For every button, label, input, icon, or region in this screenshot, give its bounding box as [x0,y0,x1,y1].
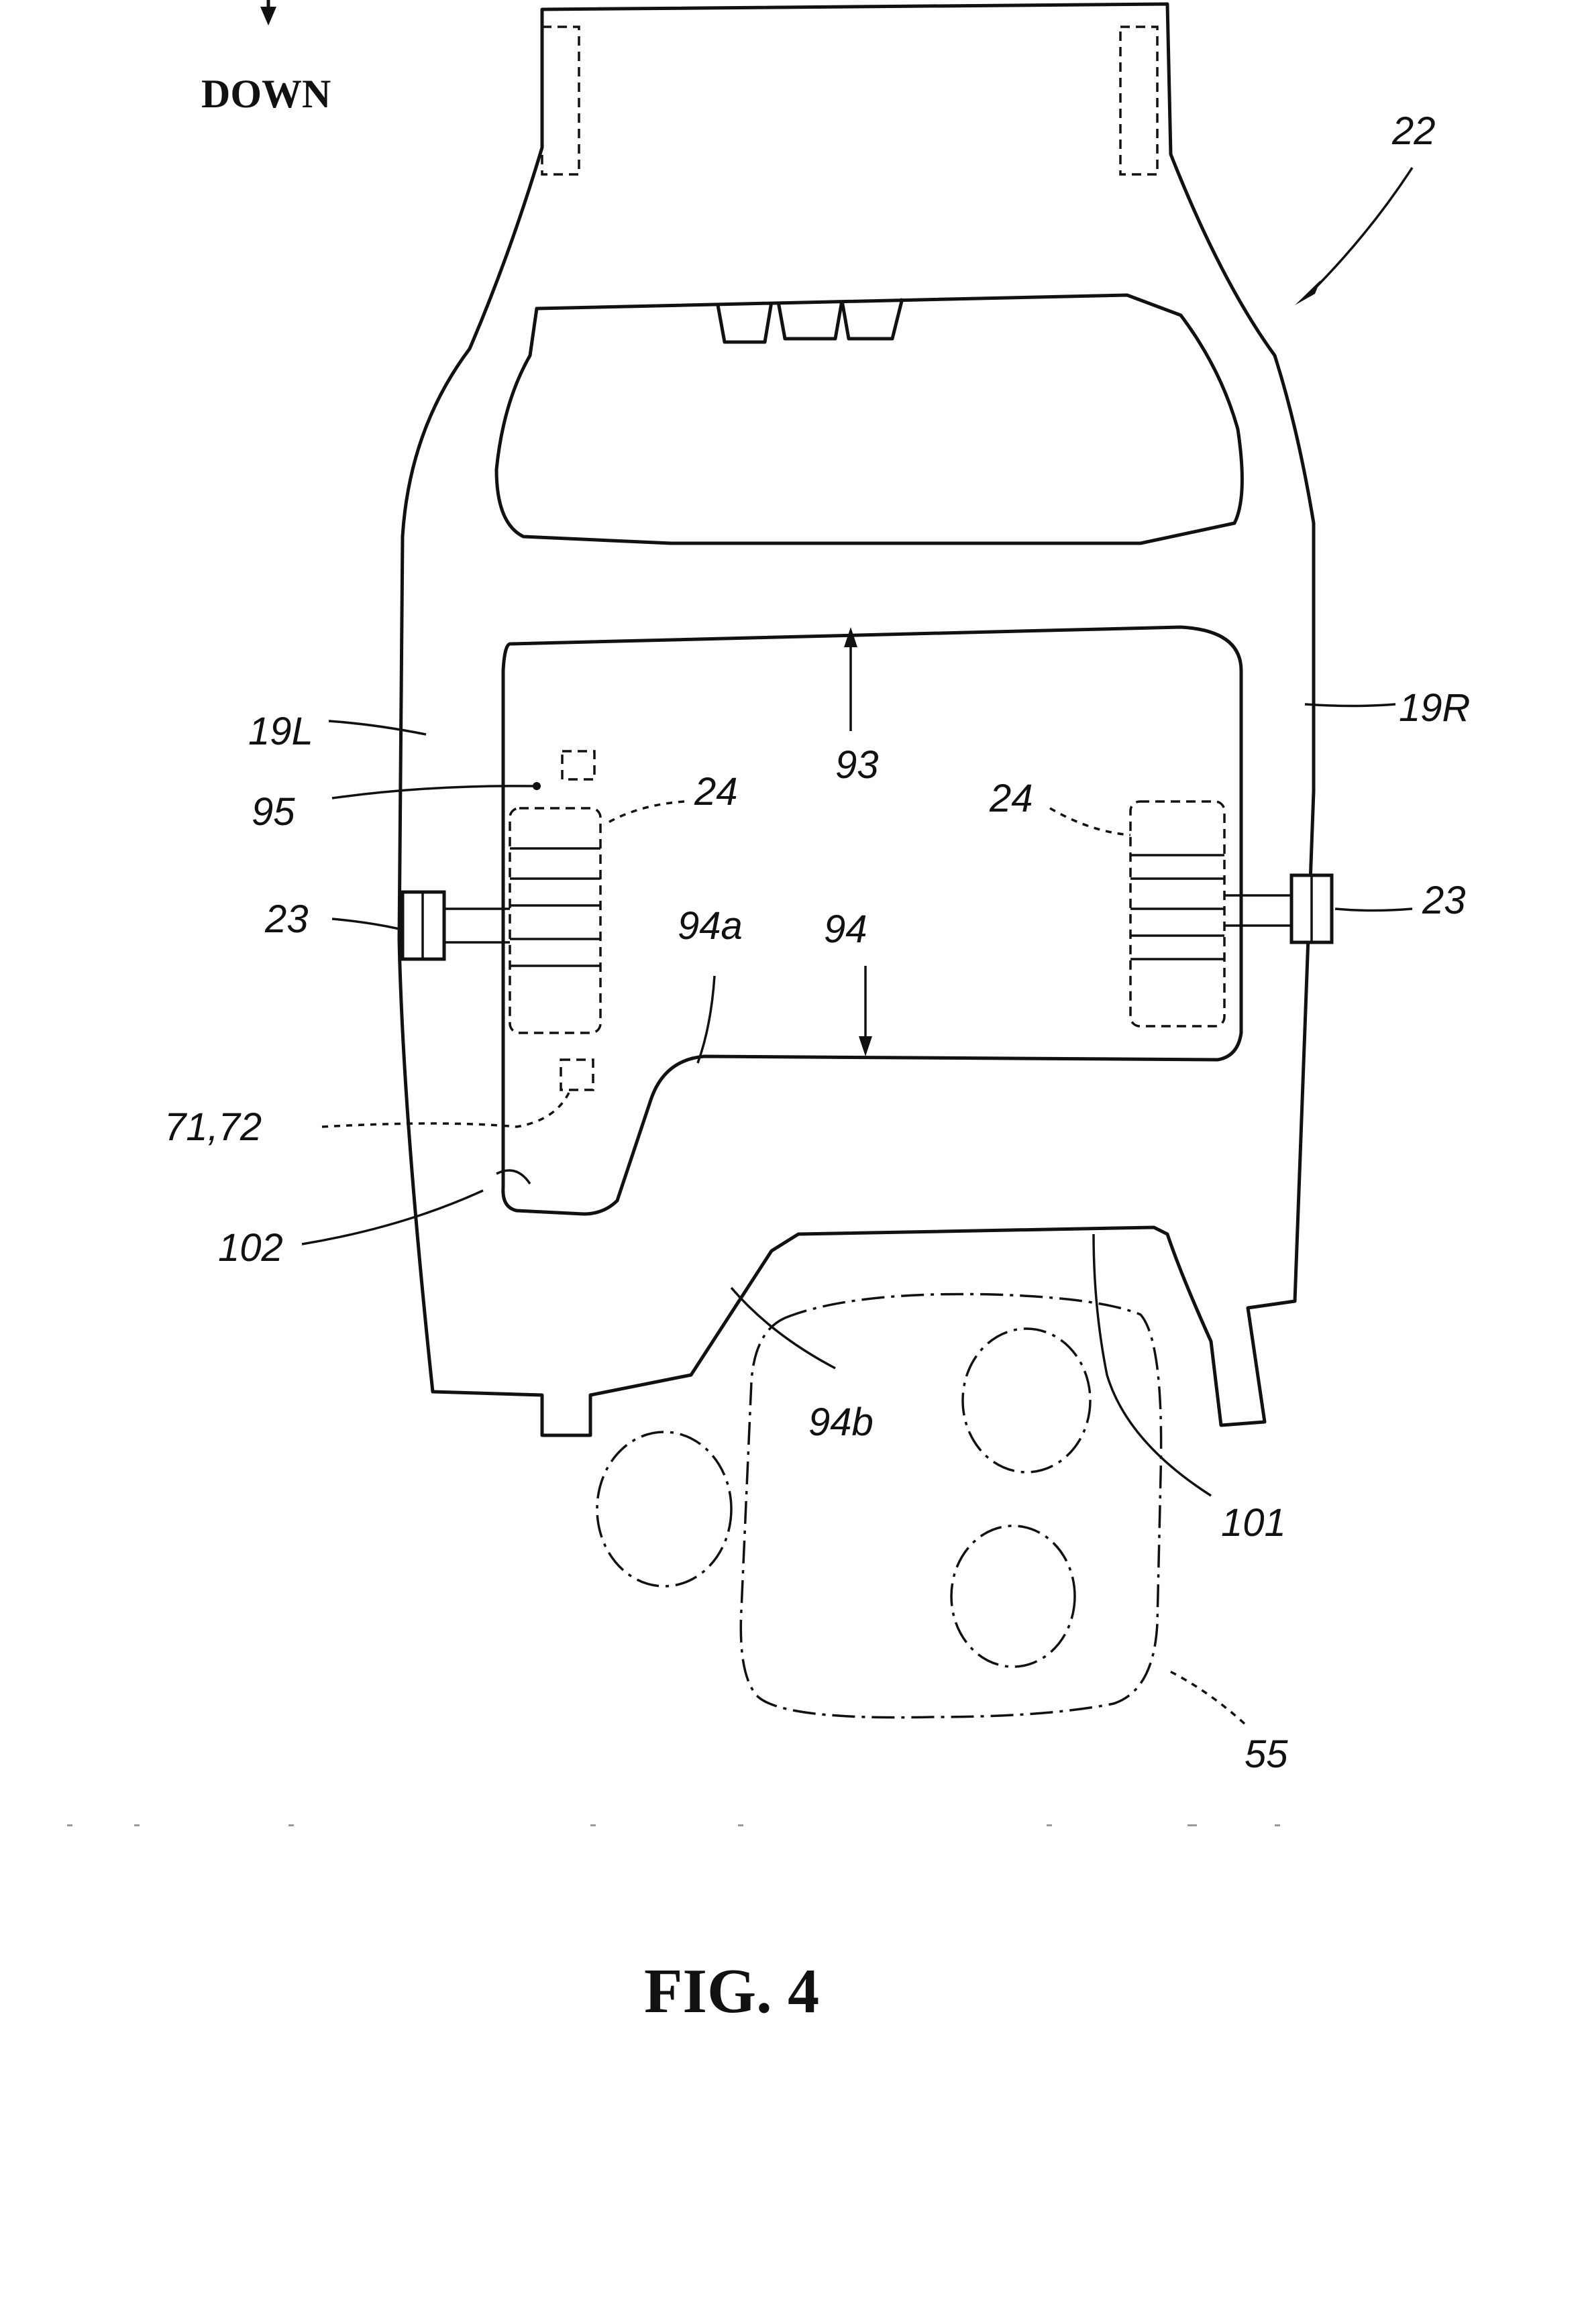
leader-24-right [1049,807,1131,836]
leader-95 [331,785,534,799]
bolt-left-23 [401,890,510,961]
leader-22-arrow [1295,280,1320,305]
point-95 [533,782,541,790]
label-102: 102 [218,1226,283,1270]
bolt-boss-right [1119,25,1159,176]
notch-1 [716,301,774,344]
label-101: 101 [1221,1501,1286,1545]
label-23-right: 23 [1422,879,1466,922]
notch-2 [776,300,844,341]
notch-3 [840,298,904,341]
label-71-72: 71,72 [164,1105,262,1149]
label-24-left: 24 [694,770,738,814]
bolt-boss-left [541,25,580,176]
leader-102 [301,1189,484,1246]
label-22: 22 [1391,109,1436,153]
leader-23-right [1334,907,1413,912]
leader-101 [1092,1233,1212,1497]
label-19R: 19R [1399,686,1470,730]
label-95: 95 [252,790,295,834]
dowel-95 [561,750,596,781]
leader-24-left [603,800,685,826]
dowel-71-72 [560,1058,594,1091]
bearing-left [509,807,602,1034]
crankcase-section [397,2,1316,1437]
leader-22 [1307,167,1414,296]
leader-94b [730,1286,836,1370]
label-94: 94 [824,907,867,951]
component-55 [739,1292,1163,1719]
label-55: 55 [1245,1732,1288,1776]
leader-19L [328,720,427,736]
leader-71-72 [321,1089,572,1128]
leader-19R [1304,703,1396,708]
bearing-right [1129,800,1226,1028]
leader-23-left [331,918,400,930]
circle-lower [950,1525,1076,1668]
leader-94a [696,975,716,1064]
leader-102-curve [496,1169,531,1184]
direction-label: DOWN [201,72,331,116]
label-93: 93 [835,743,879,787]
label-19L: 19L [248,710,313,753]
figure-caption: FIG. 4 [644,1956,819,2026]
label-94b: 94b [808,1400,874,1444]
bolt-right-23 [1224,873,1334,944]
leader-55 [1167,1669,1246,1725]
circle-upper-right [961,1327,1092,1474]
leader-94-arrow [859,1036,872,1056]
label-94a: 94a [678,904,743,948]
scan-dots [67,1824,1280,1826]
leader-93-arrow [844,627,857,647]
label-24-right: 24 [989,777,1033,820]
circle-left [596,1431,733,1588]
label-23-left: 23 [264,897,309,941]
down-arrow-icon [260,0,276,25]
